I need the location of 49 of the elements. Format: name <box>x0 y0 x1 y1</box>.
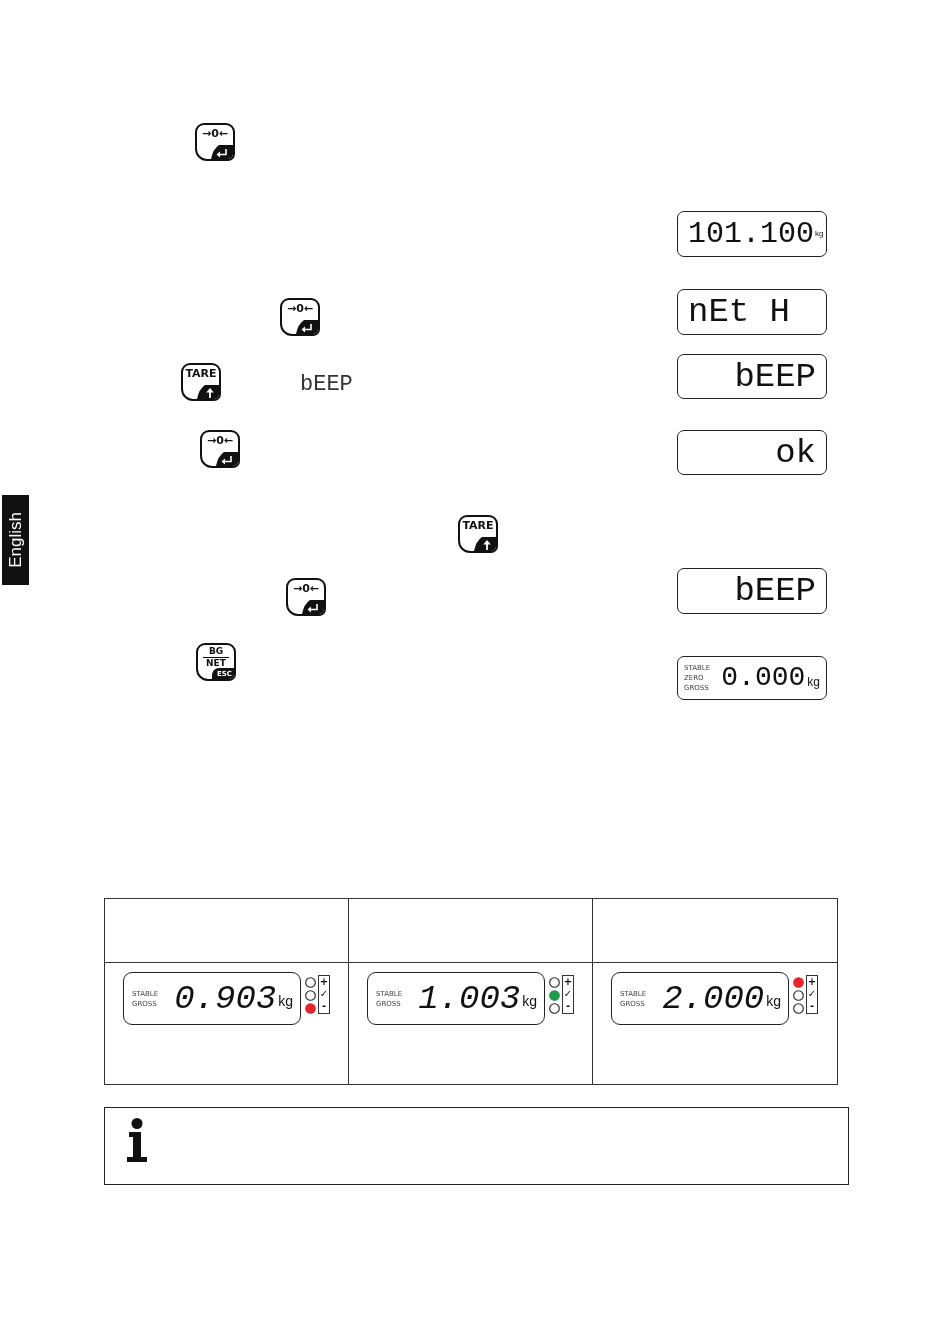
lcd-display <box>611 972 789 1025</box>
unit-label: kg <box>278 994 293 1008</box>
key-label: NET <box>206 658 226 668</box>
key-label: →0← <box>201 128 229 140</box>
net-key <box>196 643 236 681</box>
display-readout: 2.000 <box>662 981 765 1016</box>
display-readout: 0.903 <box>174 981 277 1016</box>
tare-key <box>181 363 221 401</box>
key-label: →0← <box>286 303 314 315</box>
zero-key <box>280 298 320 336</box>
unit-label: kg <box>815 230 824 238</box>
display-readout: 1.003 <box>418 981 521 1016</box>
unit-label: kg <box>522 994 537 1008</box>
unit-label: kg <box>807 676 820 688</box>
tare-key <box>458 515 498 553</box>
display-readout: ok <box>775 435 816 470</box>
zero-key <box>195 123 235 161</box>
lcd-display <box>677 568 827 614</box>
minus-sign: - <box>809 1000 815 1012</box>
unit-label: kg <box>766 994 781 1008</box>
key-label: →0← <box>206 435 234 447</box>
plus-sign: + <box>319 976 329 988</box>
lcd-display <box>677 211 827 257</box>
check-mark: ✓ <box>807 988 817 1000</box>
minus-sign: - <box>321 1000 327 1012</box>
display-readout: 101.100 <box>688 219 815 249</box>
plus-sign: + <box>563 976 573 988</box>
language-tab: English <box>2 495 29 585</box>
lcd-display <box>367 972 545 1025</box>
display-code-text: bEEP <box>300 374 353 396</box>
zero-key <box>200 430 240 468</box>
lcd-display <box>677 289 827 335</box>
minus-sign: - <box>565 1000 571 1012</box>
display-readout: nEt H <box>688 295 791 329</box>
check-mark: ✓ <box>563 988 573 1000</box>
lcd-display <box>677 354 827 399</box>
key-label: TARE <box>185 368 217 380</box>
lcd-display <box>123 972 301 1025</box>
check-mark: ✓ <box>319 988 329 1000</box>
display-readout: bEEP <box>734 359 816 394</box>
key-label: →0← <box>292 583 320 595</box>
lcd-display <box>677 656 827 700</box>
key-label: BG <box>208 646 224 656</box>
zero-key <box>286 578 326 616</box>
lcd-display <box>677 430 827 475</box>
plus-sign: + <box>807 976 817 988</box>
display-readout: bEEP <box>734 574 816 608</box>
key-label: TARE <box>462 520 494 532</box>
display-readout: 0.000 <box>721 664 806 692</box>
